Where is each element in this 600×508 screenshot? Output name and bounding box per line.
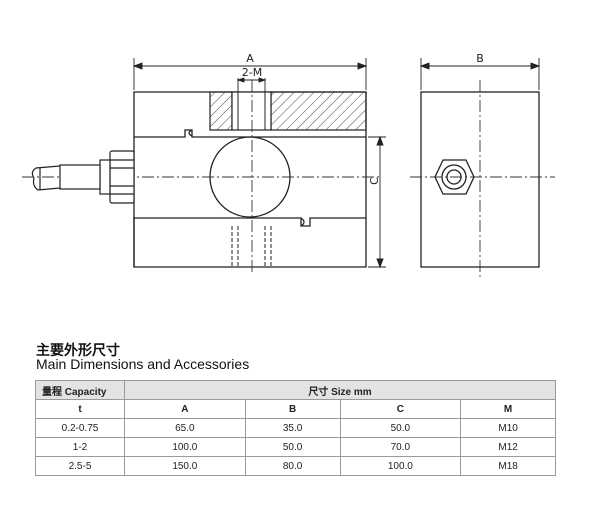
col-label-a: A — [124, 399, 246, 419]
dimension-2m — [236, 77, 267, 92]
s-body-lower — [133, 217, 367, 268]
col-label-m: M — [460, 399, 556, 419]
hatched-section — [270, 91, 367, 131]
size-header: 尺寸 Size mm — [124, 380, 556, 400]
col-label-c: C — [339, 399, 462, 419]
dimension-c-label: C — [368, 177, 381, 185]
upper-slot — [188, 129, 193, 137]
table-header-row: 量程 Capacity 尺寸 Size mm — [35, 380, 556, 400]
cell-m: M10 — [460, 418, 556, 438]
cell-b: 80.0 — [244, 456, 341, 476]
cell-a: 100.0 — [124, 437, 246, 457]
lower-slot — [300, 217, 305, 227]
dimensions-table: 量程 Capacity 尺寸 Size mm t A B C M 0.2-0.7… — [35, 380, 556, 476]
cell-capacity: 1-2 — [35, 437, 125, 457]
top-thread-hole — [231, 91, 272, 131]
cell-capacity: 0.2-0.75 — [35, 418, 125, 438]
cell-a: 150.0 — [124, 456, 246, 476]
cell-c: 100.0 — [339, 456, 462, 476]
cell-capacity: 2.5-5 — [35, 456, 125, 476]
table-row: 2.5-5 150.0 80.0 100.0 M18 — [35, 456, 556, 476]
dimension-2m-label: 2-M — [242, 66, 262, 79]
cell-c: 50.0 — [339, 418, 462, 438]
capacity-header: 量程 Capacity — [35, 380, 125, 400]
cell-a: 65.0 — [124, 418, 246, 438]
table-row: 0.2-0.75 65.0 35.0 50.0 M10 — [35, 418, 556, 438]
col-label-b: B — [244, 399, 341, 419]
cell-m: M12 — [460, 437, 556, 457]
section-title-chinese: 主要外形尺寸 — [36, 343, 120, 359]
col-label-t: t — [35, 399, 125, 419]
cell-b: 50.0 — [244, 437, 341, 457]
dimension-a — [132, 58, 368, 90]
cable — [31, 165, 61, 191]
dimension-c — [368, 135, 386, 269]
cell-b: 35.0 — [244, 418, 341, 438]
dimension-b — [419, 58, 541, 90]
dimension-b-label: B — [476, 52, 484, 65]
cell-c: 70.0 — [339, 437, 462, 457]
column-labels-row: t A B C M — [35, 399, 556, 419]
side-center-lines — [410, 80, 555, 280]
table-row: 1-2 100.0 50.0 70.0 M12 — [35, 437, 556, 457]
cable-gland — [59, 150, 135, 204]
bottom-thread-hole — [231, 226, 272, 267]
section-title-english: Main Dimensions and Accessories — [36, 356, 250, 372]
technical-drawing: A 2-M C — [22, 52, 555, 280]
cell-m: M18 — [460, 456, 556, 476]
dimension-a-label: A — [246, 52, 254, 65]
